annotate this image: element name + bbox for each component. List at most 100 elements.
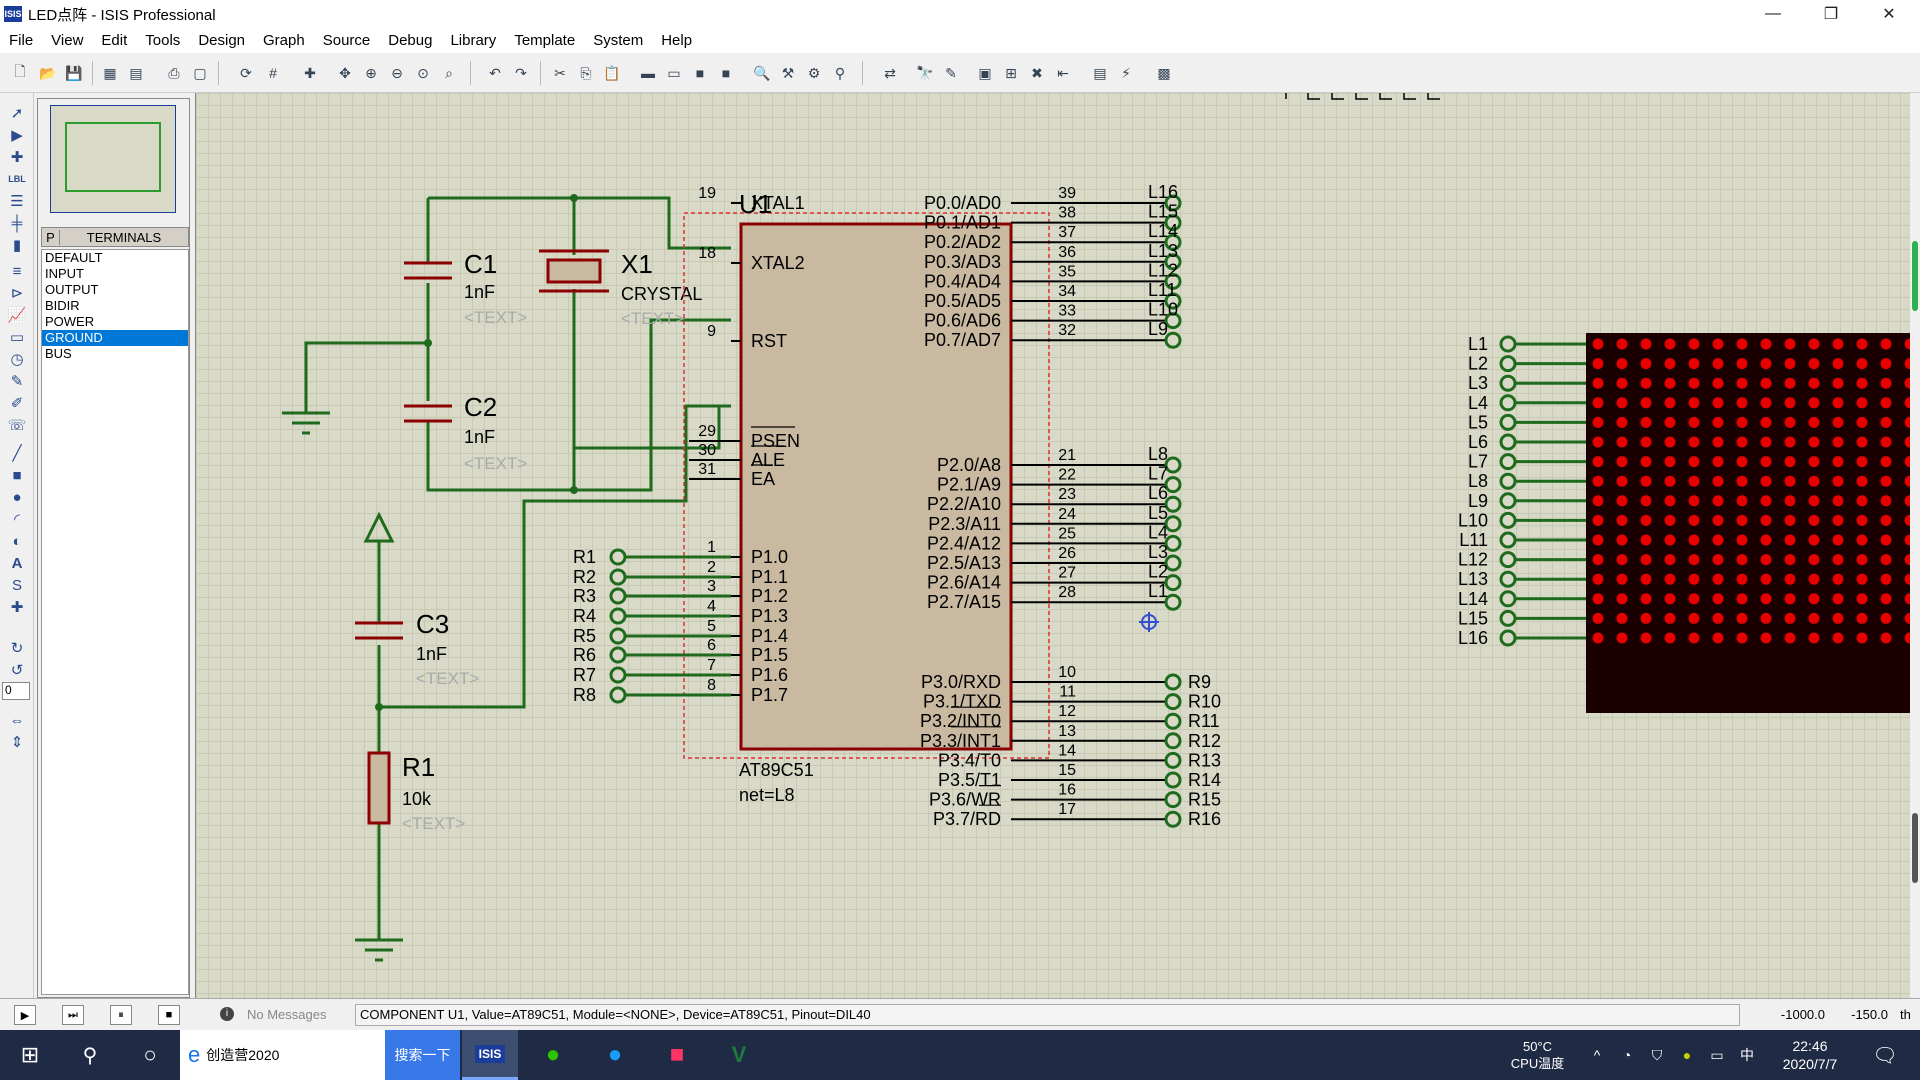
device-pins-icon[interactable]: ⊳ — [10, 285, 24, 302]
menu-graph[interactable]: Graph — [263, 32, 305, 49]
wifi-icon[interactable]: ◔ — [1622, 1047, 1632, 1063]
print-area-icon[interactable]: ▢ — [193, 64, 207, 81]
app-icon-pink[interactable]: ■ — [669, 1041, 685, 1068]
windows-start-icon[interactable]: ⊞ — [20, 1042, 40, 1067]
menu-help[interactable]: Help — [661, 32, 693, 49]
overview-window[interactable] — [50, 105, 176, 213]
save-icon[interactable]: 💾 — [65, 64, 83, 81]
redraw-icon[interactable]: ⟳ — [240, 64, 252, 81]
subcircuit-icon[interactable]: ▮ — [12, 237, 22, 254]
virtual-instrument-icon[interactable]: ☏ — [7, 417, 27, 434]
terminal-item-power[interactable]: POWER — [45, 314, 95, 329]
zoom-all-icon[interactable]: ⊙ — [417, 64, 429, 81]
wire-autorouter-icon[interactable]: ⇄ — [884, 64, 896, 81]
tray-app-icon[interactable]: ● — [1682, 1047, 1692, 1063]
block-copy-icon[interactable]: ▬ — [641, 65, 655, 81]
path-draw-icon[interactable]: ◐ — [12, 532, 22, 550]
terminals-list[interactable]: DEFAULT INPUT OUTPUT BIDIR POWER GROUND … — [41, 249, 189, 995]
mirror-x-icon[interactable]: ⇔ — [9, 711, 25, 729]
task-view-icon[interactable]: ○ — [143, 1042, 157, 1067]
line-draw-icon[interactable]: ╱ — [12, 445, 22, 462]
terminal-item-input[interactable]: INPUT — [45, 266, 84, 281]
new-sheet-icon[interactable]: ▣ — [978, 64, 992, 81]
arc-draw-icon[interactable]: ◜ — [14, 511, 20, 528]
minimize-button[interactable]: — — [1765, 5, 1781, 22]
rotate-ccw-icon[interactable]: ↺ — [10, 662, 24, 679]
tape-recorder-icon[interactable]: ▭ — [9, 329, 25, 346]
print-icon[interactable]: ⎙ — [168, 64, 180, 81]
text-draw-icon[interactable]: A — [11, 554, 23, 572]
block-rotate-icon[interactable]: ■ — [695, 65, 705, 81]
packaging-icon[interactable]: ⚙ — [807, 64, 821, 81]
pan-icon[interactable]: ✥ — [339, 64, 351, 81]
circle-draw-icon[interactable]: ● — [12, 488, 22, 506]
ares-netlist-icon[interactable]: ▩ — [1157, 64, 1171, 81]
battery-icon[interactable]: ▭ — [1710, 1046, 1724, 1063]
notification-icon[interactable]: 🗨 — [1872, 1044, 1898, 1067]
menu-edit[interactable]: Edit — [101, 32, 128, 49]
new-file-icon[interactable]: 🗋 — [14, 63, 26, 79]
selection-mode-icon[interactable]: ➚ — [10, 105, 24, 122]
symbol-draw-icon[interactable]: S — [11, 576, 22, 594]
pick-button[interactable]: P — [42, 229, 60, 245]
led-matrix-body[interactable] — [1586, 333, 1910, 713]
rotate-cw-icon[interactable]: ↻ — [10, 640, 24, 657]
export-icon[interactable]: ▤ — [129, 64, 143, 81]
u1-chip-body[interactable] — [739, 222, 1013, 751]
import-icon[interactable]: ▦ — [103, 64, 117, 81]
qq-browser-icon[interactable]: ● — [607, 1041, 623, 1068]
cpu-temp-widget[interactable]: 50°C CPU温度 — [1500, 1030, 1575, 1080]
overview-viewport[interactable] — [65, 122, 161, 192]
close-button[interactable]: ✕ — [1882, 6, 1896, 23]
text-script-icon[interactable]: ☰ — [10, 193, 24, 210]
zoom-in-icon[interactable]: ⊕ — [365, 64, 377, 81]
graph-mode-icon[interactable]: 📈 — [7, 307, 27, 324]
marker-draw-icon[interactable]: ✚ — [10, 599, 24, 616]
exit-sheet-icon[interactable]: ⇤ — [1057, 64, 1069, 81]
property-tool-icon[interactable]: ✎ — [945, 64, 957, 81]
origin-icon[interactable]: ✚ — [304, 64, 316, 81]
cut-icon[interactable]: ✂ — [554, 64, 566, 81]
taskbar-search-box[interactable]: e 创造营2020 — [180, 1030, 385, 1080]
ime-indicator[interactable]: 中 — [1740, 1047, 1754, 1063]
restore-button[interactable]: ❐ — [1823, 6, 1839, 23]
terminal-item-bus[interactable]: BUS — [45, 346, 72, 361]
terminal-item-default[interactable]: DEFAULT — [45, 250, 103, 265]
scroll-thumb-upper[interactable] — [1912, 241, 1918, 311]
block-delete-icon[interactable]: ■ — [721, 65, 731, 81]
terminal-item-bidir[interactable]: BIDIR — [45, 298, 80, 313]
pause-icon[interactable]: ⏸ — [110, 1005, 132, 1025]
copy-icon[interactable]: ⎘ — [580, 64, 592, 81]
make-device-icon[interactable]: ⚒ — [781, 64, 795, 81]
terminal-item-ground[interactable]: GROUND — [42, 330, 188, 346]
menu-file[interactable]: File — [9, 32, 34, 49]
menu-template[interactable]: Template — [514, 32, 576, 49]
electrical-rule-check-icon[interactable]: ⚡ — [1121, 64, 1131, 81]
menu-tools[interactable]: Tools — [145, 32, 181, 49]
menu-source[interactable]: Source — [322, 32, 371, 49]
zoom-area-icon[interactable]: ⌕ — [445, 64, 453, 81]
taskbar-search-button[interactable]: 搜索一下 — [385, 1030, 460, 1080]
menu-library[interactable]: Library — [450, 32, 497, 49]
step-icon[interactable]: ⏭ — [62, 1005, 84, 1025]
menu-system[interactable]: System — [593, 32, 644, 49]
pick-device-icon[interactable]: 🔍 — [753, 64, 771, 81]
wechat-icon[interactable]: ● — [545, 1041, 561, 1068]
voltage-probe-icon[interactable]: ✎ — [10, 373, 24, 390]
menu-design[interactable]: Design — [198, 32, 246, 49]
grid-icon[interactable]: # — [269, 65, 277, 81]
menu-debug[interactable]: Debug — [388, 32, 433, 49]
app-icon-green-v[interactable]: V — [731, 1042, 747, 1067]
security-shield-icon[interactable]: ⛉ — [1651, 1046, 1663, 1063]
redo-icon[interactable]: ↷ — [515, 64, 527, 81]
messages-status[interactable]: No Messages — [247, 1007, 327, 1022]
paste-icon[interactable]: 📋 — [603, 64, 621, 81]
generator-mode-icon[interactable]: ◷ — [10, 351, 24, 368]
box-draw-icon[interactable]: ■ — [12, 466, 22, 484]
schematic-canvas[interactable]: C1 1nF <TEXT> C2 1nF <TEXT> C3 1nF <TEXT… — [195, 93, 1910, 998]
junction-dot-icon[interactable]: ✚ — [10, 149, 24, 166]
clock[interactable]: 22:46 2020/7/7 — [1765, 1030, 1855, 1080]
play-icon[interactable]: ▶ — [14, 1005, 36, 1025]
terminals-mode-icon[interactable]: ≡ — [12, 262, 22, 280]
scroll-thumb-lower[interactable] — [1912, 813, 1918, 883]
